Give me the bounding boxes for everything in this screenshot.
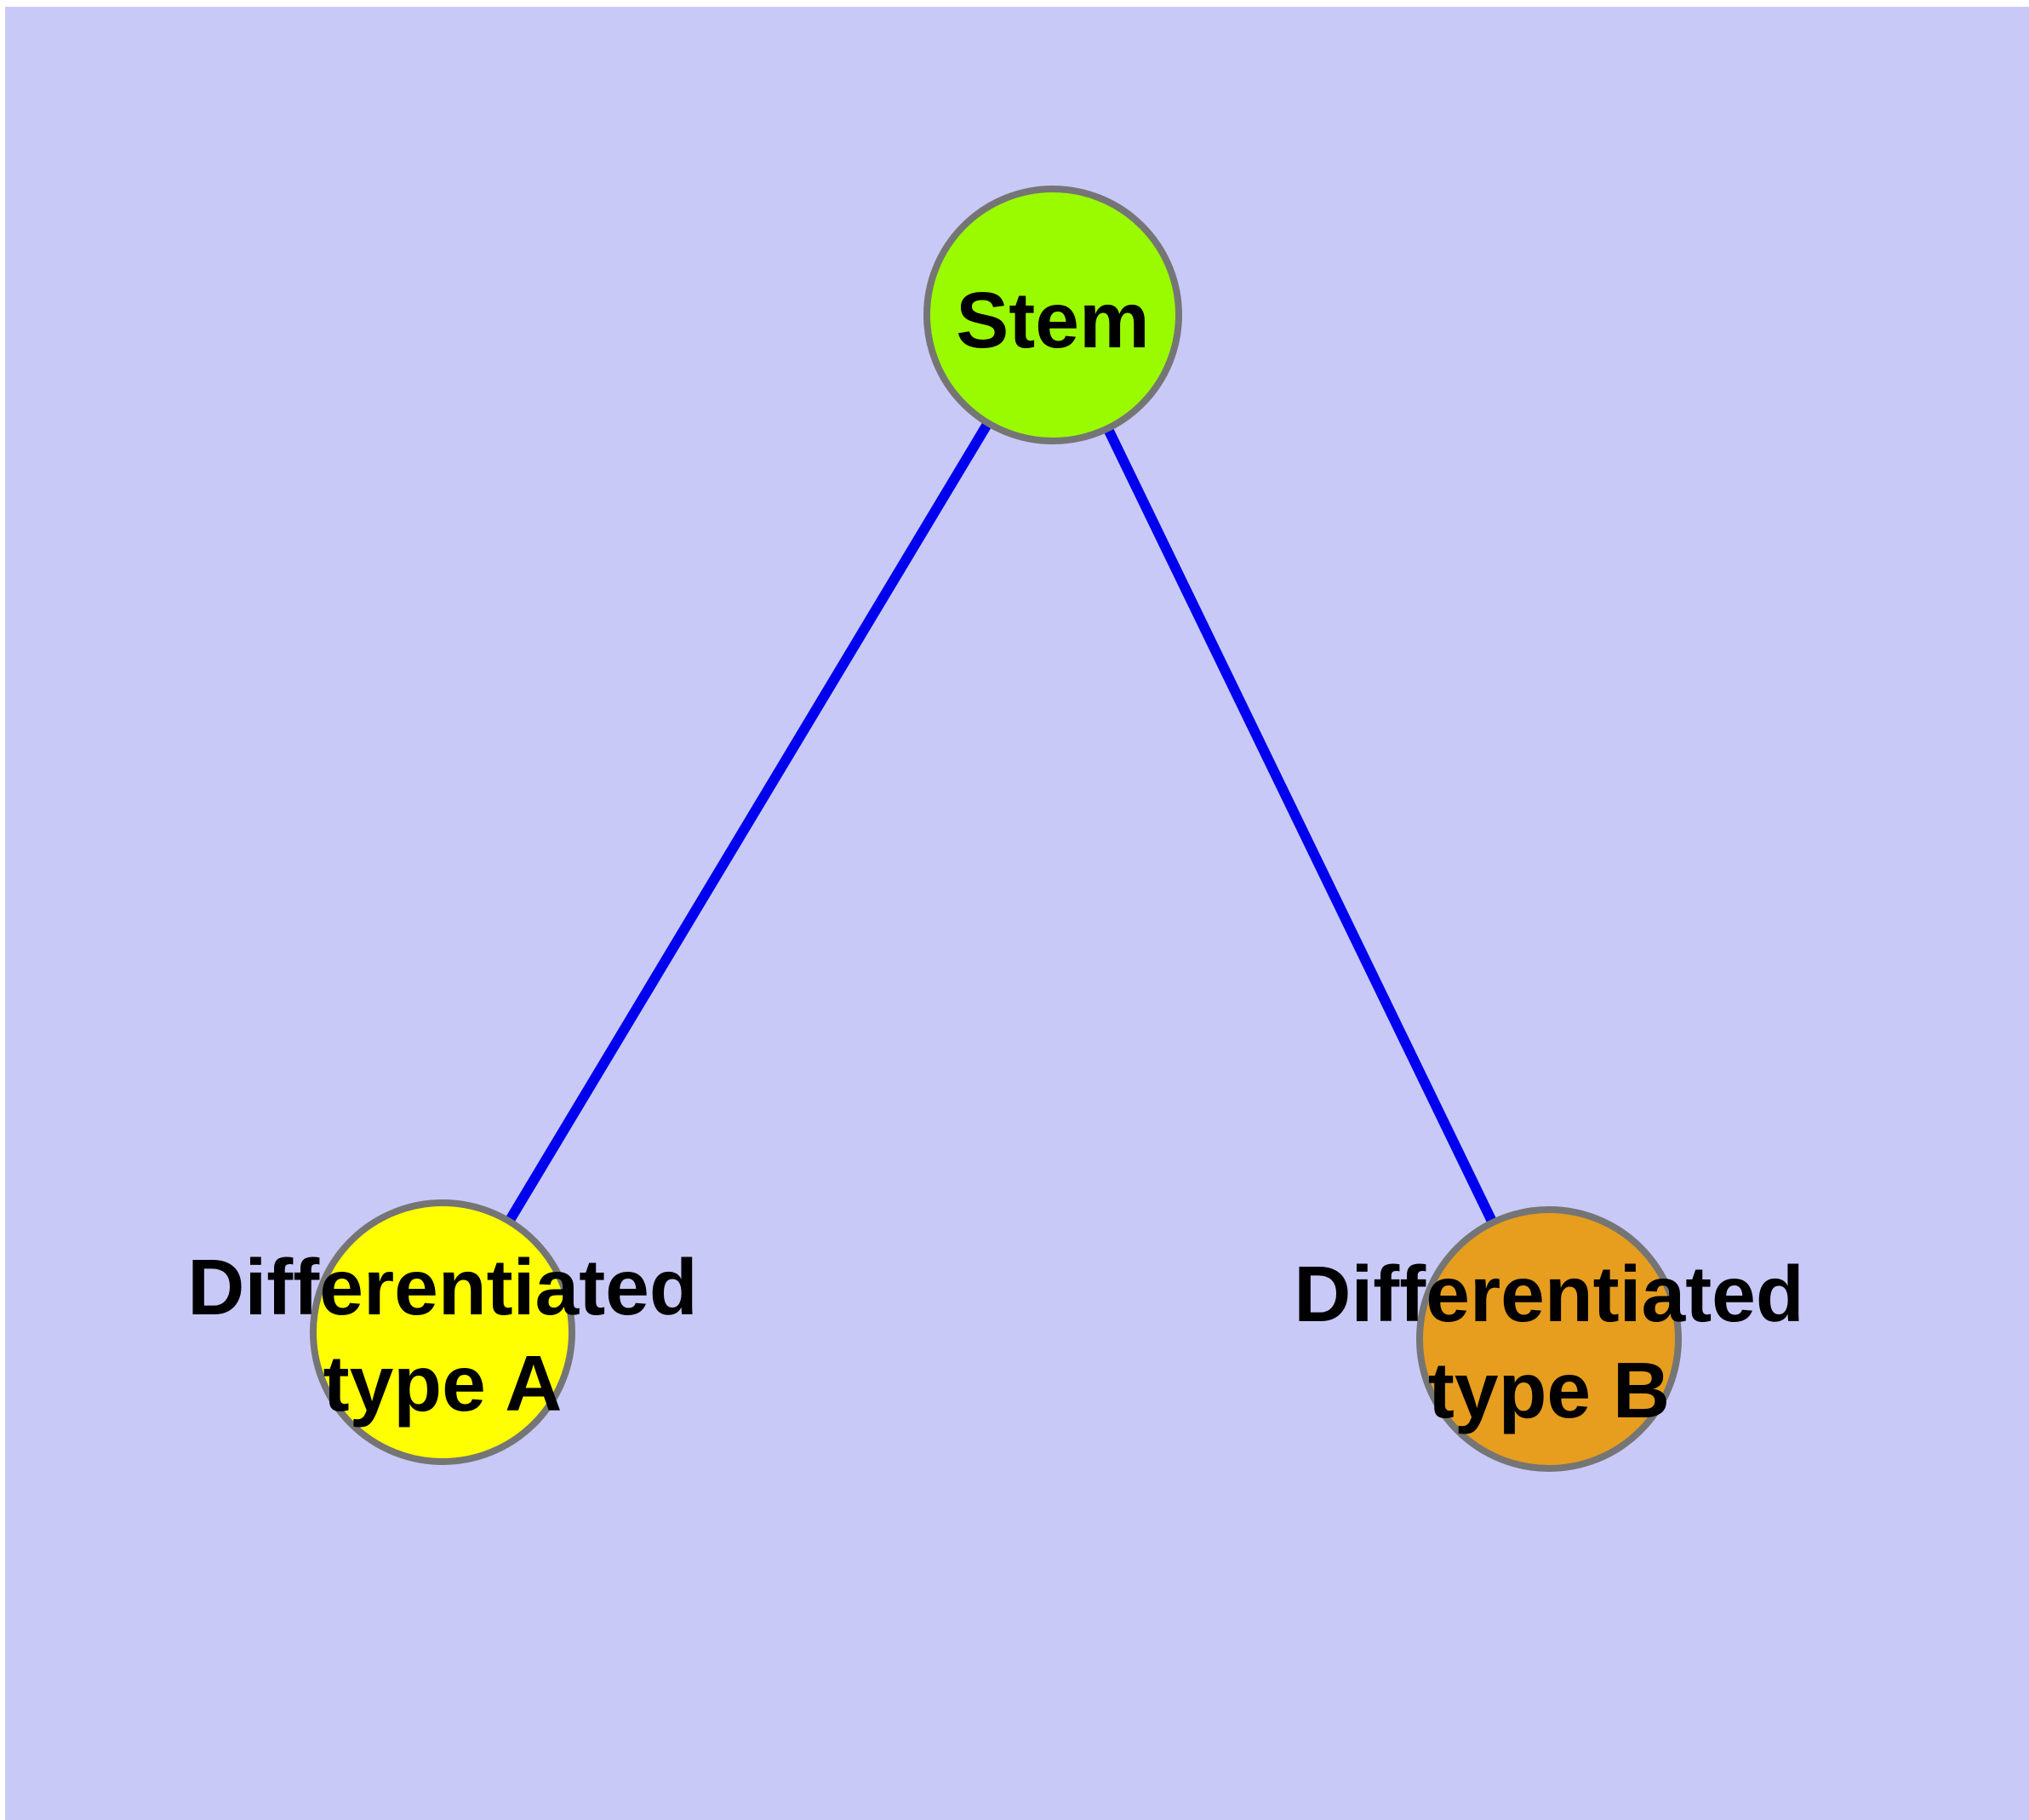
- node-type-b-label-line1: Differentiated: [1294, 1250, 1803, 1338]
- node-stem: [923, 186, 1182, 444]
- node-stem-label: Stem: [956, 276, 1149, 364]
- edge-stem-to-type-b: [1048, 310, 1554, 1344]
- edge-stem-to-type-a: [437, 310, 1058, 1337]
- node-type-b-label-line2: type B: [1428, 1346, 1670, 1434]
- node-type-a-label-line2: type A: [323, 1339, 563, 1428]
- node-differentiated-type-a: [310, 1199, 575, 1465]
- node-differentiated-type-b: [1416, 1206, 1682, 1472]
- node-type-a-label-line1: Differentiated: [187, 1243, 697, 1331]
